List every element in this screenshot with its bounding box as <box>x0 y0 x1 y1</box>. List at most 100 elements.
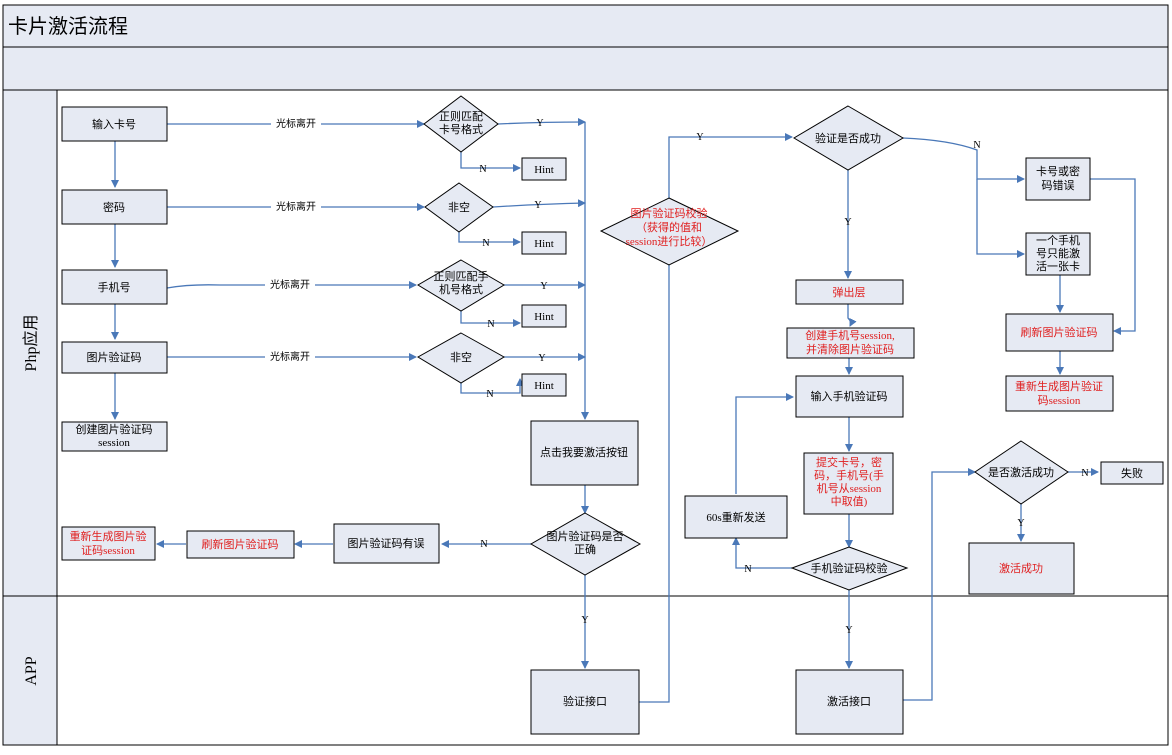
svg-text:一个手机: 一个手机 <box>1036 233 1080 247</box>
node-hint-1: Hint <box>521 157 567 181</box>
edge-label-n-3: N <box>487 319 494 330</box>
edge-label-y-6: Y <box>696 132 703 143</box>
edge-label-leave-4: 光标离开 <box>270 350 310 363</box>
svg-text:证码session: 证码session <box>81 544 135 557</box>
edge-label-n-4: N <box>486 389 493 400</box>
edge-label-leave-3: 光标离开 <box>270 278 310 291</box>
svg-text:创建手机号session,: 创建手机号session, <box>805 328 895 342</box>
svg-text:60s重新发送: 60s重新发送 <box>706 510 765 524</box>
page-title: 卡片激活流程 <box>8 15 128 38</box>
node-regen-captcha: 重新生成图片验 证码session <box>61 526 156 561</box>
node-create-session: 创建图片验证码 session <box>61 421 168 452</box>
svg-text:session: session <box>98 437 130 449</box>
node-submit: 提交卡号，密 码，手机号(手 机号从session 中取值) <box>803 452 894 515</box>
svg-text:提交卡号，密: 提交卡号，密 <box>816 455 882 469</box>
edge-label-y-4: Y <box>538 353 545 364</box>
app-lane-label: APP <box>23 656 40 685</box>
app-lane-header <box>2 595 58 746</box>
svg-text:机号从session: 机号从session <box>817 481 882 495</box>
svg-text:正确: 正确 <box>574 543 596 556</box>
node-hint-3: Hint <box>521 304 567 328</box>
node-fail: 失败 <box>1100 461 1164 485</box>
svg-text:码，手机号(手: 码，手机号(手 <box>814 468 884 482</box>
svg-text:活一张卡: 活一张卡 <box>1036 260 1080 273</box>
svg-text:号只能激: 号只能激 <box>1036 246 1080 260</box>
node-popup: 弹出层 <box>795 279 904 305</box>
edge-label-n-5: N <box>480 539 487 550</box>
edge-label-n-1: N <box>479 164 486 175</box>
svg-text:机号格式: 机号格式 <box>439 282 483 296</box>
svg-text:并清除图片验证码: 并清除图片验证码 <box>806 342 894 356</box>
node-resend: 60s重新发送 <box>684 495 788 539</box>
svg-text:失败: 失败 <box>1121 466 1143 480</box>
node-create-phone-session: 创建手机号session, 并清除图片验证码 <box>786 327 915 359</box>
svg-text:卡号或密: 卡号或密 <box>1036 164 1080 178</box>
svg-text:弹出层: 弹出层 <box>833 285 866 299</box>
node-captcha-check: 图片验证码校验 （获得的值和 session进行比较） <box>599 197 740 266</box>
edge-label-n-6: N <box>973 140 980 151</box>
svg-text:验证是否成功: 验证是否成功 <box>815 131 881 145</box>
svg-text:图片验证码: 图片验证码 <box>87 350 142 364</box>
svg-text:重新生成图片验: 重新生成图片验 <box>70 529 147 543</box>
svg-text:中取值): 中取值) <box>831 495 868 508</box>
svg-text:session进行比较）: session进行比较） <box>626 234 713 248</box>
svg-text:非空: 非空 <box>448 200 470 214</box>
node-click-activate: 点击我要激活按钮 <box>530 420 639 486</box>
edge-label-leave-2: 光标离开 <box>276 200 316 213</box>
node-verify-api: 验证接口 <box>530 669 640 735</box>
svg-text:刷新图片验证码: 刷新图片验证码 <box>1021 325 1098 339</box>
node-nonempty-pwd: 非空 <box>424 182 494 233</box>
edge-label-n-7: N <box>744 564 751 575</box>
svg-text:刷新图片验证码: 刷新图片验证码 <box>202 537 279 551</box>
edge-label-n-2: N <box>482 238 489 249</box>
node-sms-check: 手机验证码校验 <box>790 546 909 591</box>
node-regex-card: 正则匹配 卡号格式 <box>423 95 499 153</box>
svg-text:验证接口: 验证接口 <box>563 694 607 708</box>
svg-text:Hint: Hint <box>534 380 554 392</box>
node-refresh-captcha: 刷新图片验证码 <box>186 530 295 559</box>
node-regex-phone: 正则匹配手 机号格式 <box>417 259 505 312</box>
node-captcha-correct: 图片验证码是否 正确 <box>529 512 642 576</box>
edge-label-n-8: N <box>1081 468 1088 479</box>
svg-text:创建图片验证码: 创建图片验证码 <box>76 422 153 436</box>
edge-labels: 光标离开 光标离开 光标离开 光标离开 Y Y Y Y N N N N N Y … <box>265 117 1089 636</box>
edge-label-leave-1: 光标离开 <box>276 117 316 130</box>
svg-text:Hint: Hint <box>534 311 554 323</box>
svg-text:手机验证码校验: 手机验证码校验 <box>811 561 888 575</box>
node-success: 激活成功 <box>968 542 1075 595</box>
node-captcha-wrong: 图片验证码有误 <box>333 523 440 564</box>
edge-label-y-8: Y <box>845 625 852 636</box>
node-activate-api: 激活接口 <box>795 669 904 735</box>
node-verify-ok: 验证是否成功 <box>793 105 904 171</box>
node-input-card: 输入卡号 <box>61 106 168 142</box>
svg-text:输入卡号: 输入卡号 <box>92 117 136 131</box>
svg-text:密码: 密码 <box>103 200 125 214</box>
svg-text:正则匹配手: 正则匹配手 <box>434 269 489 283</box>
svg-text:重新生成图片验证: 重新生成图片验证 <box>1015 379 1103 393</box>
edge-label-y-7: Y <box>844 217 851 228</box>
svg-text:激活接口: 激活接口 <box>827 694 871 708</box>
node-password: 密码 <box>61 189 168 225</box>
php-lane-label: Php应用 <box>21 315 40 372</box>
php-lane-header <box>2 89 58 597</box>
title-bar <box>2 4 1169 48</box>
edge-label-y-9: Y <box>1017 518 1024 529</box>
svg-text:卡号格式: 卡号格式 <box>439 122 483 136</box>
svg-text:图片验证码校验: 图片验证码校验 <box>631 206 708 220</box>
node-activate-ok: 是否激活成功 <box>974 440 1069 505</box>
edge-label-y-5: Y <box>581 615 588 626</box>
svg-text:手机号: 手机号 <box>98 280 131 294</box>
node-card-pwd-error: 卡号或密 码错误 <box>1025 157 1091 201</box>
edge-label-y-3: Y <box>540 281 547 292</box>
node-input-sms: 输入手机验证码 <box>795 375 904 418</box>
node-regen-captcha-2: 重新生成图片验证 码session <box>1005 375 1114 412</box>
node-refresh-captcha-2: 刷新图片验证码 <box>1005 313 1114 352</box>
svg-text:Hint: Hint <box>534 238 554 250</box>
edge-label-y-2: Y <box>534 200 541 211</box>
svg-text:正则匹配: 正则匹配 <box>439 110 483 123</box>
svg-text:是否激活成功: 是否激活成功 <box>988 465 1054 479</box>
node-hint-2: Hint <box>521 231 567 255</box>
svg-text:点击我要激活按钮: 点击我要激活按钮 <box>540 445 628 459</box>
svg-text:码错误: 码错误 <box>1042 178 1075 192</box>
